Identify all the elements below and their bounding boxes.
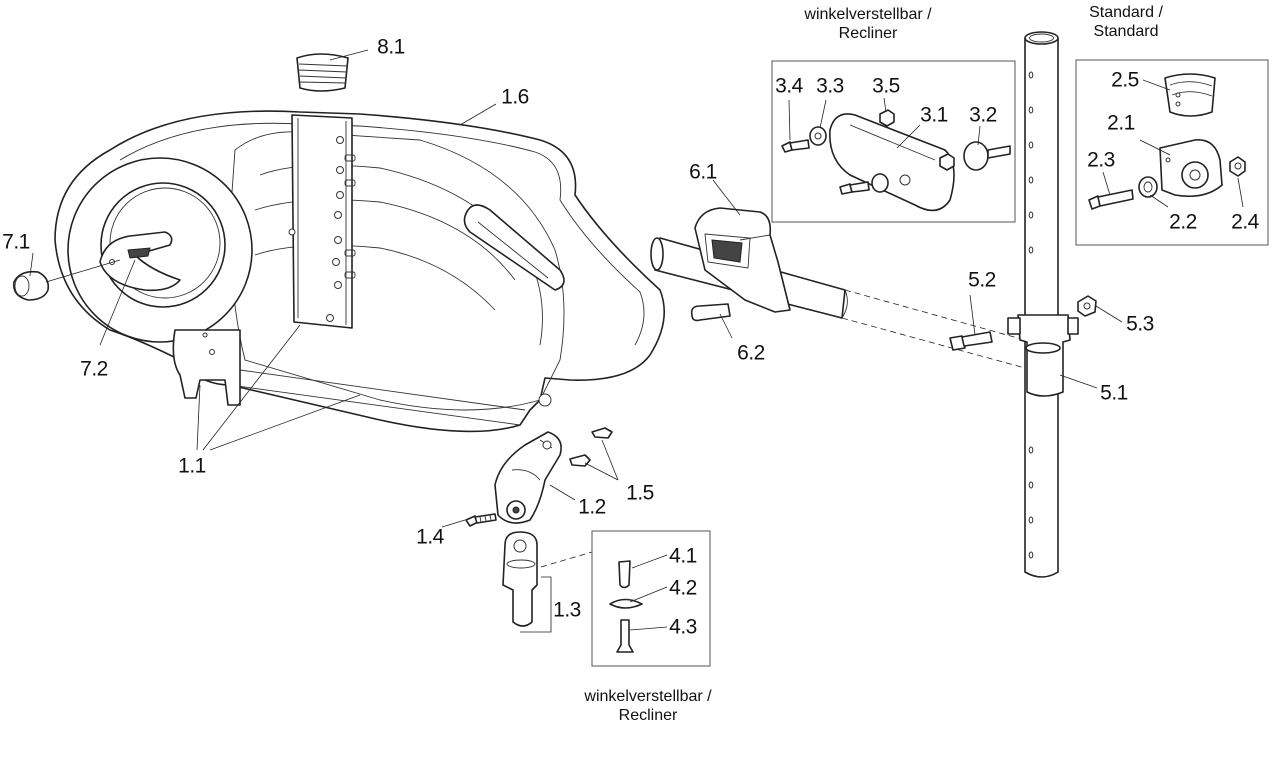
caption-recliner-bottom: winkelverstellbar / Recliner xyxy=(584,687,711,725)
pin-6-2 xyxy=(690,303,731,322)
label-6-2: 6.2 xyxy=(737,341,765,365)
seat-shell xyxy=(54,110,666,433)
label-1-5: 1.5 xyxy=(626,481,654,505)
label-4-2: 4.2 xyxy=(669,576,697,600)
label-1-4: 1.4 xyxy=(416,525,444,549)
label-3-3: 3.3 xyxy=(816,74,844,98)
label-2-2: 2.2 xyxy=(1169,210,1197,234)
leader-lines xyxy=(29,49,1244,631)
post-1-3 xyxy=(502,531,593,633)
label-2-3: 2.3 xyxy=(1087,148,1115,172)
handle-7-2 xyxy=(99,231,181,292)
label-1-2: 1.2 xyxy=(578,495,606,519)
label-3-4: 3.4 xyxy=(775,74,803,98)
caption-standard: Standard / Standard xyxy=(1089,3,1163,41)
recliner-parts-box-top xyxy=(771,60,1016,223)
insert-8-1 xyxy=(296,53,349,92)
label-7-2: 7.2 xyxy=(80,357,108,381)
caption-recliner-bottom-line2: Recliner xyxy=(618,707,678,724)
caption-recliner-top-line2: Recliner xyxy=(838,25,898,42)
caption-recliner-top-line1: winkelverstellbar / xyxy=(804,6,932,23)
caption-recliner-top: winkelverstellbar / Recliner xyxy=(804,5,931,43)
knob-7-1 xyxy=(12,270,50,301)
label-1-6: 1.6 xyxy=(501,85,529,109)
caption-recliner-bottom-line1: winkelverstellbar / xyxy=(584,688,712,705)
screws-1-5 xyxy=(569,427,613,467)
label-2-5: 2.5 xyxy=(1111,68,1139,92)
label-4-1: 4.1 xyxy=(669,544,697,568)
label-1-1: 1.1 xyxy=(178,454,206,478)
hinge-1-2 xyxy=(494,431,562,524)
label-2-4: 2.4 xyxy=(1231,210,1259,234)
label-7-1: 7.1 xyxy=(2,230,30,254)
label-3-1: 3.1 xyxy=(920,103,948,127)
screw-1-4 xyxy=(465,513,497,527)
clamp-5-1 xyxy=(1007,314,1079,397)
label-6-1: 6.1 xyxy=(689,160,717,184)
label-3-5: 3.5 xyxy=(872,74,900,98)
label-2-1: 2.1 xyxy=(1107,111,1135,135)
bracket-6-1 xyxy=(694,207,791,313)
label-5-3: 5.3 xyxy=(1126,312,1154,336)
label-5-1: 5.1 xyxy=(1100,381,1128,405)
vertical-tube xyxy=(1024,31,1059,578)
label-5-2: 5.2 xyxy=(968,268,996,292)
caption-standard-line1: Standard / xyxy=(1089,4,1163,21)
standard-parts-box xyxy=(1075,59,1269,246)
label-1-3: 1.3 xyxy=(553,598,581,622)
bolt-5-2 xyxy=(949,331,993,351)
nut-5-3 xyxy=(1077,295,1097,317)
label-8-1: 8.1 xyxy=(377,35,405,59)
caption-standard-line2: Standard xyxy=(1093,23,1159,40)
recliner-parts-box-bottom xyxy=(591,530,711,667)
label-4-3: 4.3 xyxy=(669,615,697,639)
label-3-2: 3.2 xyxy=(969,103,997,127)
